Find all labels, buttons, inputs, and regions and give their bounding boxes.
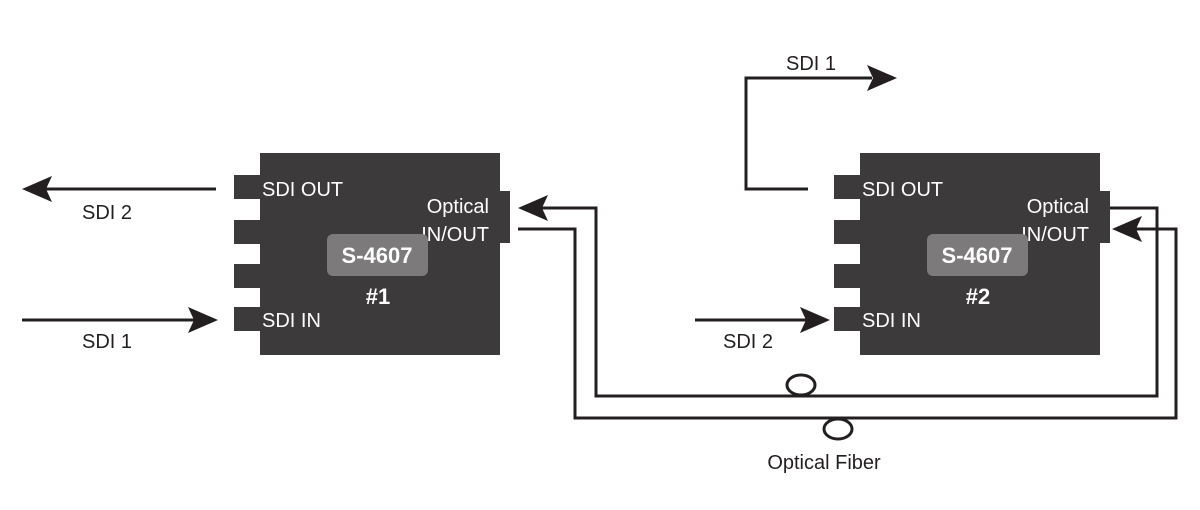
- device-2-port-sdi-in: [834, 307, 862, 331]
- fiber-coil-icon: [785, 373, 817, 397]
- device-2-port-sdi-out: [834, 175, 862, 199]
- device-1-in-signal-label: SDI 1: [82, 331, 132, 353]
- device-1-port-sdi-in: [234, 307, 262, 331]
- device-2-port-2: [834, 220, 862, 244]
- device-1-sdi-out-arrow: [22, 176, 216, 202]
- device-1-model-label: S-4607: [342, 243, 413, 268]
- device-2-port-optical: [1098, 191, 1110, 243]
- device-1-port-optical: [498, 191, 510, 243]
- device-2-sdi-in-label: SDI IN: [862, 310, 921, 332]
- arrowhead-left-icon: [518, 195, 548, 221]
- device-1-sdi-in-arrow: [22, 307, 218, 333]
- device-1-number-label: #1: [366, 284, 390, 309]
- optical-fiber-label: Optical Fiber: [767, 452, 881, 474]
- arrowhead-right-icon: [188, 307, 218, 333]
- device-1-port-2: [234, 220, 262, 244]
- optical-fiber-link-a: [518, 195, 1159, 398]
- device-1-optical-label-line1: Optical: [427, 196, 489, 218]
- device-1-optical-label-line2: IN/OUT: [421, 224, 489, 246]
- device-2-optical-label-line1: Optical: [1027, 196, 1089, 218]
- device-1-port-sdi-out: [234, 175, 262, 199]
- device-2-model-label: S-4607: [942, 243, 1013, 268]
- device-2-number-label: #2: [966, 284, 990, 309]
- device-1-sdi-out-label: SDI OUT: [262, 179, 343, 201]
- device-1-port-3: [234, 264, 262, 288]
- device-2-optical-label-line2: IN/OUT: [1021, 224, 1089, 246]
- device-2-sdi-out-label: SDI OUT: [862, 179, 943, 201]
- device-1-model-badge: [327, 234, 428, 276]
- device-1-sdi-in-label: SDI IN: [262, 310, 321, 332]
- arrowhead-left-icon: [1112, 216, 1142, 242]
- device-2-model-badge: [927, 234, 1028, 276]
- arrowhead-right-icon: [867, 65, 897, 91]
- device-2-in-signal-label: SDI 2: [723, 331, 773, 353]
- device-2-sdi-out-arrow: [744, 65, 897, 191]
- device-2-sdi-in-arrow: [695, 307, 830, 333]
- device-1: SDI OUT SDI IN Optical IN/OUT S-4607 #1: [234, 153, 510, 355]
- optical-fiber-link-b: [518, 216, 1178, 420]
- device-1-out-signal-label: SDI 2: [82, 202, 132, 224]
- device-2-out-signal-label: SDI 1: [786, 53, 836, 75]
- arrowhead-left-icon: [22, 176, 52, 202]
- arrowhead-right-icon: [800, 307, 830, 333]
- device-2-port-3: [834, 264, 862, 288]
- fiber-coil-icon: [822, 417, 854, 441]
- device-2: SDI OUT SDI IN Optical IN/OUT S-4607 #2: [834, 153, 1110, 355]
